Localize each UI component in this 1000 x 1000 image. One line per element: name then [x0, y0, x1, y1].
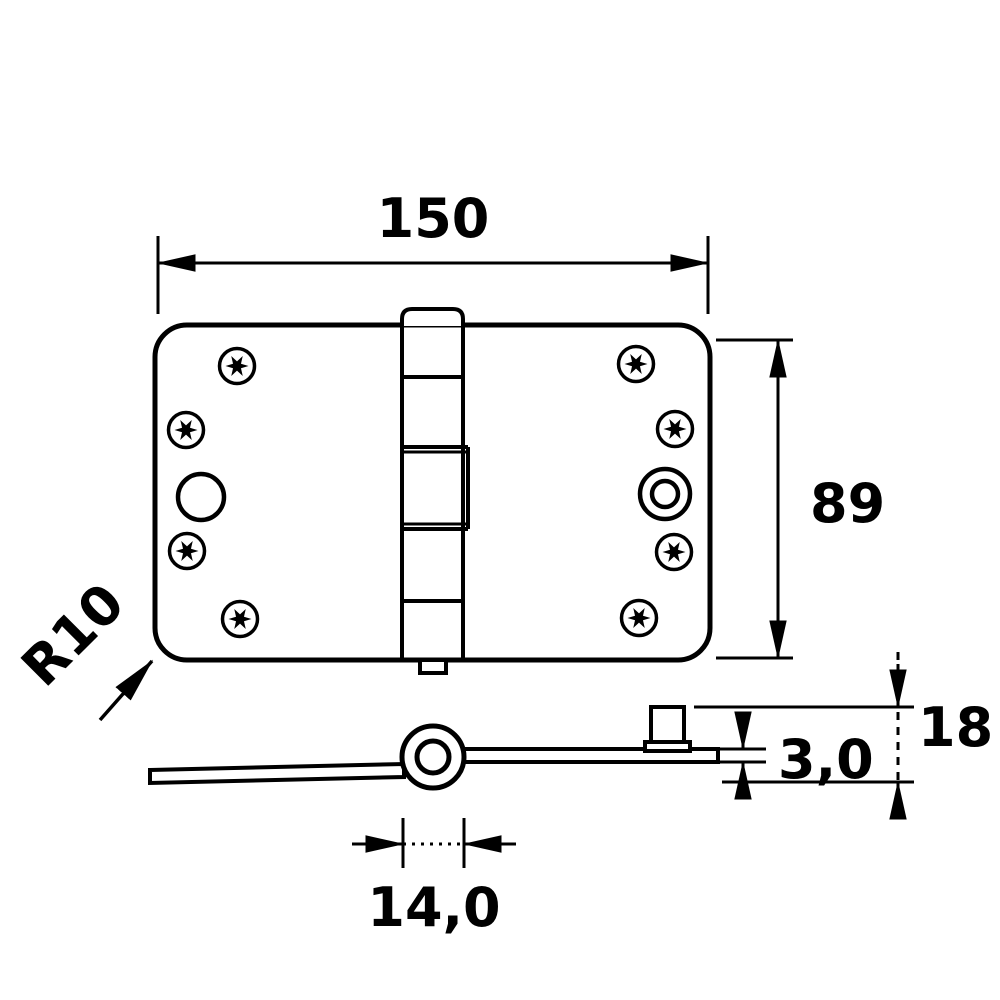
- knuckle-diameter-label: 14,0: [367, 876, 500, 939]
- torx-screw-hole: [217, 346, 257, 386]
- corner-radius-label: R10: [9, 571, 136, 698]
- pin-bottom-nub: [418, 658, 448, 675]
- corner-radius-callout: R10: [9, 571, 154, 722]
- height-dimension: 89: [716, 338, 885, 660]
- security-stud-collar: [643, 740, 692, 753]
- lower-leaf-profile: [148, 761, 406, 786]
- knuckle-diameter-dimension: 14,0: [352, 818, 516, 939]
- left-bore-hole: [175, 471, 227, 523]
- torx-screw-hole: [166, 410, 206, 450]
- width-dimension: 150: [156, 187, 710, 314]
- hinge-pin-barrel: [400, 307, 470, 675]
- torx-screw-hole: [654, 532, 694, 572]
- torx-screw-hole: [655, 409, 695, 449]
- torx-screw-hole: [616, 344, 656, 384]
- leaf-thickness-label: 3,0: [778, 728, 874, 791]
- height-dimension-label: 89: [810, 472, 885, 535]
- leaf-thickness-dimension: 3,0: [720, 711, 874, 800]
- pin-cap: [400, 307, 465, 326]
- torx-screw-hole: [167, 531, 207, 571]
- leader-arrow: [98, 659, 154, 722]
- torx-screw-hole: [619, 598, 659, 638]
- overall-height-label: 18: [918, 696, 993, 759]
- hinge-side-view: [148, 705, 720, 791]
- width-dimension-label: 150: [377, 187, 490, 250]
- overall-height-dimension: 18: [694, 652, 993, 820]
- stud-ring-inner: [649, 478, 681, 510]
- torx-screw-hole: [220, 599, 260, 639]
- knuckle-pin-bore: [414, 738, 452, 776]
- hinge-front-view: [152, 307, 713, 675]
- security-stud-ring: [637, 466, 693, 522]
